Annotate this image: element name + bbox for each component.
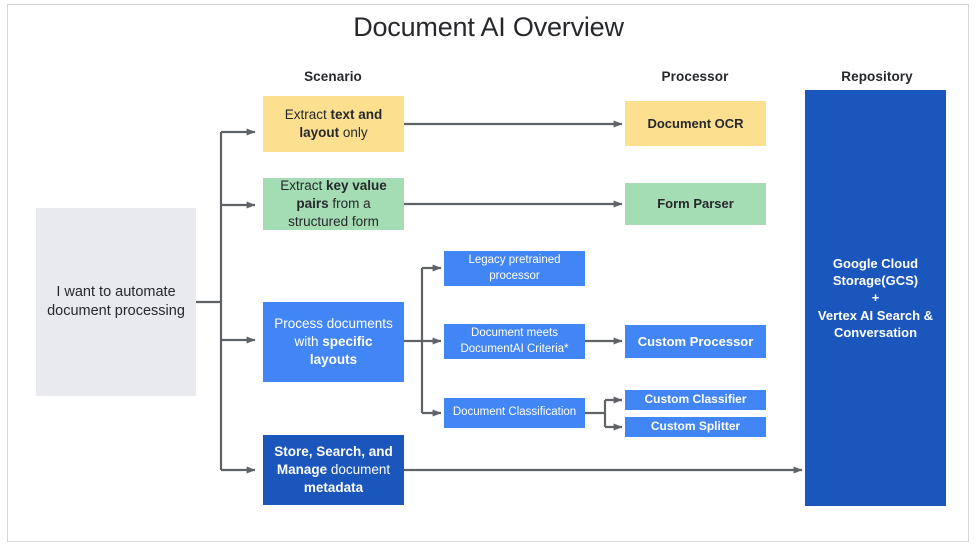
processor-form-parser[interactable]: Form Parser	[625, 183, 766, 225]
processor-label: Custom Processor	[637, 333, 754, 349]
entry-node-label: I want to automate document processing	[47, 283, 185, 319]
column-header-scenario: Scenario	[304, 69, 362, 84]
processor-custom-processor[interactable]: Custom Processor	[625, 325, 766, 358]
entry-node-automate-document-processing[interactable]: I want to automate document processing	[36, 208, 196, 396]
page-title: Document AI Overview	[353, 12, 624, 42]
processor-document-ocr[interactable]: Document OCR	[625, 101, 766, 146]
processor-custom-splitter[interactable]: Custom Splitter	[625, 417, 766, 437]
processor-label: Custom Classifier	[644, 392, 747, 407]
processor-label: Document OCR	[647, 115, 744, 131]
processor-label: Form Parser	[657, 196, 734, 212]
column-header-processor: Processor	[661, 69, 729, 84]
processor-custom-classifier[interactable]: Custom Classifier	[625, 390, 766, 410]
criteria-document-classification[interactable]: Document Classification	[444, 398, 585, 428]
criteria-label: Document Classification	[452, 406, 577, 419]
column-header-repository: Repository	[841, 69, 913, 84]
processor-label: Custom Splitter	[650, 419, 741, 434]
